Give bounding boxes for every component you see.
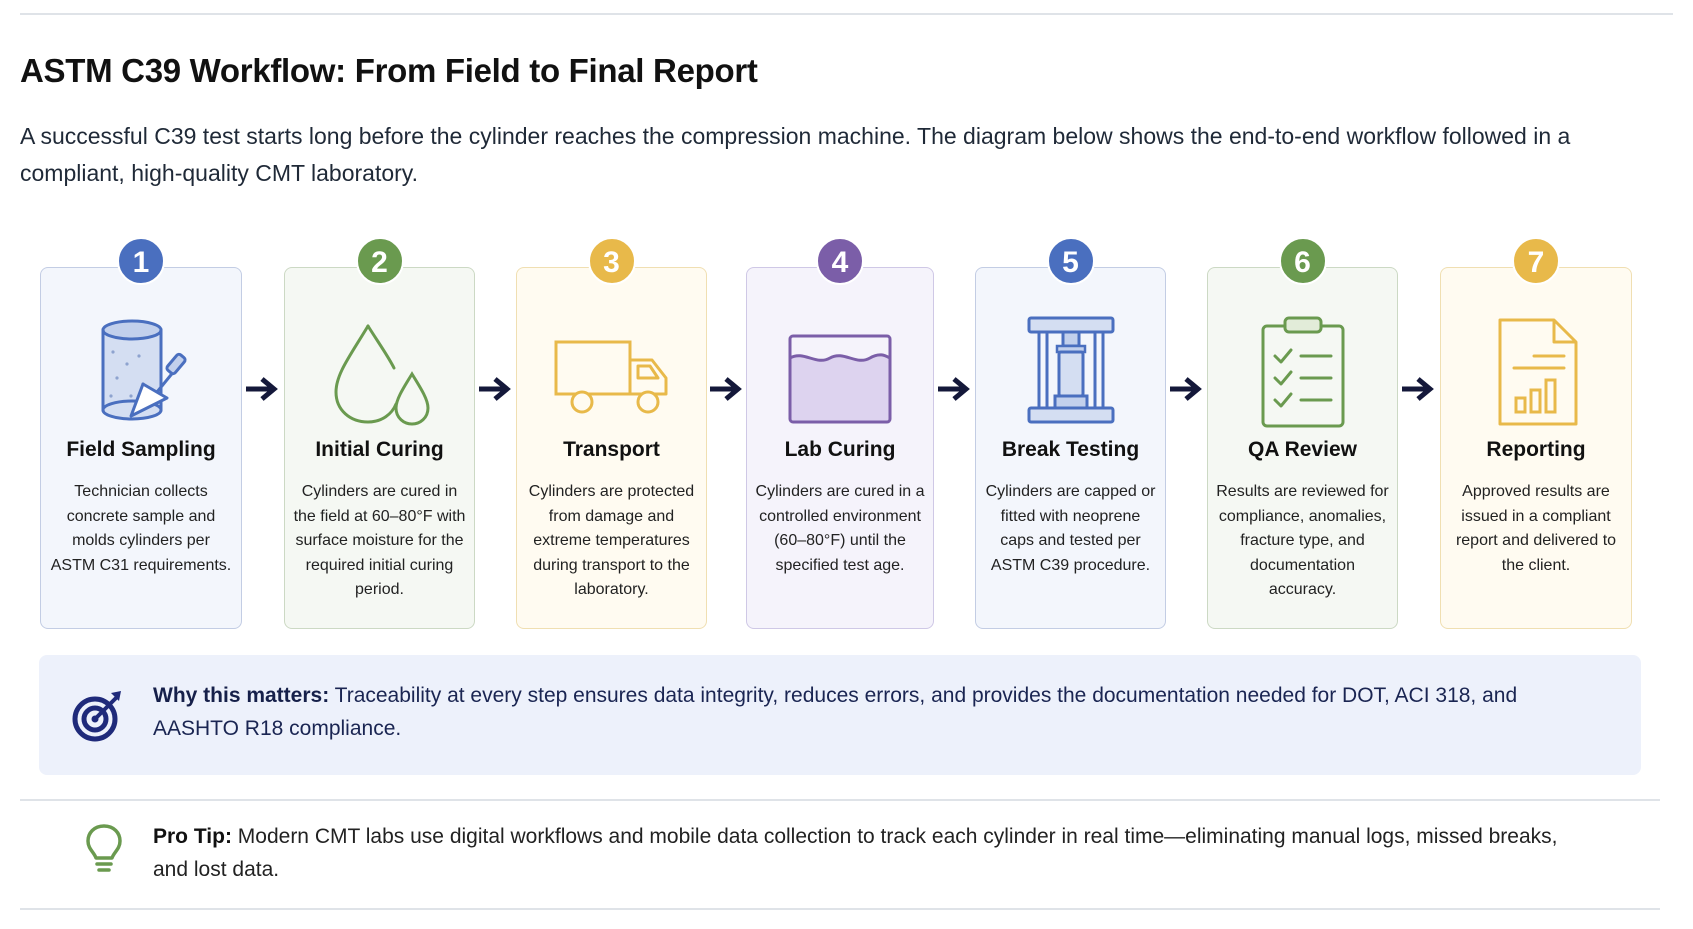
step-number-badge: 1 [117, 237, 165, 285]
step-card-lab-curing: 4 Lab Curing Cylinders are cured in a co… [746, 237, 934, 629]
top-divider [20, 13, 1673, 15]
tip-body: Modern CMT labs use digital workflows an… [153, 825, 1558, 881]
report-chart-icon [1476, 312, 1596, 432]
step-title: Initial Curing [315, 438, 444, 461]
step-title: Lab Curing [784, 438, 896, 461]
step-card-reporting: 7 Reporting Approved results are issued … [1440, 237, 1632, 629]
page-title: ASTM C39 Workflow: From Field to Final R… [20, 52, 758, 89]
step-card-break-testing: 5 Break Testing Cylinders are capped or … [975, 237, 1166, 629]
water-drops-icon [320, 312, 440, 432]
flow-arrow-icon [1402, 377, 1434, 401]
step-number-badge: 6 [1278, 237, 1327, 285]
step-number-badge: 4 [816, 237, 864, 285]
tip-label: Pro Tip: [153, 825, 232, 848]
why-this-matters-text: Why this matters: Traceability at every … [153, 679, 1573, 745]
clipboard-checklist-icon [1243, 312, 1363, 432]
step-number-badge: 2 [355, 237, 404, 285]
step-description: Cylinders are cured in the field at 60–8… [293, 483, 466, 598]
why-this-matters-callout: Why this matters: Traceability at every … [39, 655, 1641, 775]
step-description: Technician collects concrete sample and … [50, 483, 232, 574]
flow-arrow-icon [938, 377, 970, 401]
step-title: Field Sampling [66, 438, 216, 461]
step-title: QA Review [1248, 438, 1357, 461]
step-card-field-sampling: 1 Field Sampling Technician collects con… [40, 237, 242, 629]
bottom-divider [20, 908, 1660, 910]
why-label: Why this matters: [153, 684, 330, 707]
step-description: Approved results are issued in a complia… [1455, 483, 1617, 574]
target-icon [72, 691, 121, 742]
flow-arrow-icon [479, 377, 511, 401]
step-card-transport: 3 Transport Cylinders are protected from… [516, 237, 707, 629]
step-title: Transport [563, 438, 660, 461]
truck-icon [552, 312, 672, 432]
curing-tank-icon [780, 312, 900, 432]
step-number-badge: 7 [1512, 237, 1560, 285]
step-description: Cylinders are capped or fitted with neop… [985, 483, 1156, 574]
intro-paragraph: A successful C39 test starts long before… [20, 123, 1571, 186]
lightbulb-icon [86, 824, 122, 872]
step-card-initial-curing: 2 Initial Curing Cylinders are cured in … [284, 237, 475, 629]
compression-machine-icon [1011, 312, 1131, 432]
why-body: Traceability at every step ensures data … [153, 684, 1518, 740]
section-divider [20, 799, 1660, 801]
pro-tip-text: Pro Tip: Modern CMT labs use digital wor… [153, 820, 1593, 886]
step-description: Results are reviewed for compliance, ano… [1216, 483, 1389, 598]
step-number-badge: 5 [1046, 237, 1095, 285]
flow-arrow-icon [1170, 377, 1202, 401]
step-number-badge: 3 [587, 237, 636, 285]
step-title: Break Testing [1001, 438, 1140, 461]
flow-arrow-icon [710, 377, 742, 401]
flow-arrow-icon [246, 377, 278, 401]
step-description: Cylinders are protected from damage and … [528, 483, 695, 598]
step-card-qa-review: 6 QA Review Results are reviewed for com… [1207, 237, 1398, 629]
step-description: Cylinders are cured in a controlled envi… [755, 483, 925, 574]
step-title: Reporting [1486, 438, 1586, 461]
cylinder-trowel-icon [81, 312, 201, 432]
